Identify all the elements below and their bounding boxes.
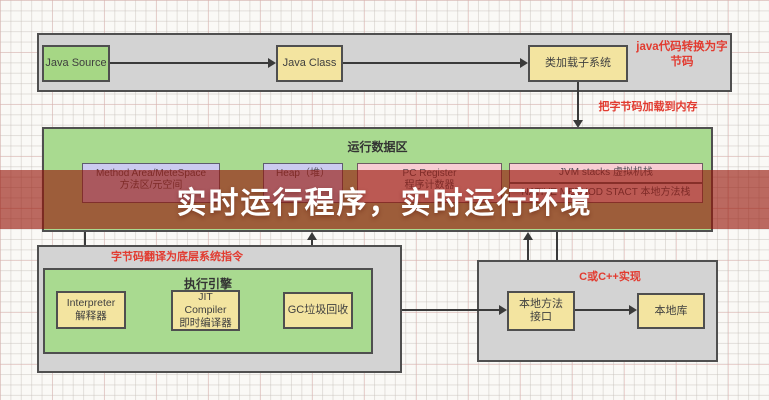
arrow-loader-to-runtime — [577, 82, 579, 120]
note-translate: 字节码翻译为底层系统指令 — [111, 251, 243, 263]
arrow-interface-to-library — [575, 309, 630, 311]
arrowhead-native-to-runtime — [523, 232, 533, 240]
native-interface-label: 本地方法接口 — [519, 298, 563, 323]
jit-compiler-box: JIT Compiler 即时编译器 — [171, 290, 240, 331]
jit-label-1: JIT — [198, 291, 213, 303]
arrow-source-to-class — [110, 62, 268, 64]
gc-box: GC垃圾回收 — [283, 292, 353, 329]
java-class-box: Java Class — [276, 45, 343, 82]
class-loader-box: 类加载子系统 — [528, 45, 628, 82]
arrowhead-engine-to-runtime — [307, 232, 317, 240]
interpreter-box: Interpreter 解释器 — [56, 291, 126, 329]
arrow-engine-to-interface — [402, 309, 500, 311]
gc-label: GC垃圾回收 — [287, 304, 349, 316]
class-loader-label: 类加载子系统 — [545, 57, 611, 69]
runtime-data-area-title: 运行数据区 — [347, 140, 408, 154]
banner-overlay: 实时运行程序，实时运行环境 — [0, 170, 769, 229]
native-library-label: 本地库 — [654, 304, 688, 317]
java-class-label: Java Class — [282, 57, 337, 69]
arrowhead-interface-to-library — [629, 305, 637, 315]
note-load-memory: 把字节码加载到内存 — [598, 101, 698, 113]
note-impl: C或C++实现 — [579, 271, 641, 283]
java-source-box: Java Source — [42, 45, 110, 82]
jit-label-2: Compiler — [184, 304, 227, 316]
arrow-runtime-to-native — [556, 232, 558, 282]
note-to-bytecode: java代码转换为字节码 — [636, 41, 728, 68]
banner-title: 实时运行程序，实时运行环境 — [176, 186, 593, 220]
arrowhead-engine-to-interface — [499, 305, 507, 315]
interpreter-label-en: Interpreter — [66, 297, 116, 309]
native-interface-box: 本地方法接口 — [507, 291, 575, 331]
arrowhead-source-to-class — [268, 58, 276, 68]
native-library-box: 本地库 — [637, 293, 705, 329]
execution-engine-title: 执行引擎 — [183, 277, 232, 291]
java-source-label: Java Source — [45, 57, 107, 69]
arrowhead-loader-to-runtime — [573, 120, 583, 128]
jit-label-3: 即时编译器 — [179, 317, 232, 329]
arrow-class-to-loader — [343, 62, 520, 64]
arrowhead-class-to-loader — [520, 58, 528, 68]
interpreter-label-cn: 解释器 — [75, 310, 107, 322]
